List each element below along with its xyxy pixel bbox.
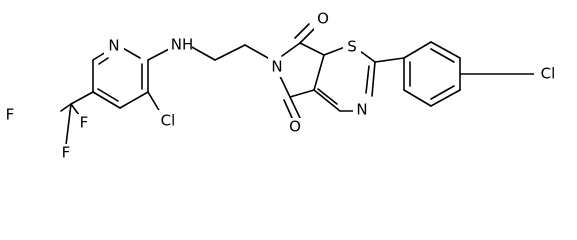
atom-cl-phenyl: Cl xyxy=(541,65,556,83)
molecule-structure: N NH Cl F F F N O O S N Cl xyxy=(2,9,562,162)
atom-o-top: O xyxy=(317,10,329,28)
atom-n-pyridine: N xyxy=(108,37,119,55)
bond-cf3-f-bottom xyxy=(65,103,72,146)
atom-cl-pyridine: Cl xyxy=(161,112,176,130)
atom-n-imide: N xyxy=(271,58,282,76)
bond-ph-2 xyxy=(430,41,461,59)
bond-c2-n3 xyxy=(371,61,376,97)
atom-o-bottom: O xyxy=(289,118,301,136)
bond-pyr-c6-n xyxy=(92,51,107,61)
bond-c2-n3-inner xyxy=(365,65,370,94)
bond-c5-cf3 xyxy=(70,91,94,105)
bond-s-c2 xyxy=(359,50,376,63)
bond-c2-ph xyxy=(374,57,405,63)
bond-c5-o xyxy=(289,96,301,119)
atom-s-thiazine: S xyxy=(347,38,357,56)
bond-cf3-f-top xyxy=(70,103,80,116)
atom-nh: NH xyxy=(171,36,194,54)
bond-ch2-nimide xyxy=(244,44,269,59)
bond-ph-1 xyxy=(403,41,432,59)
atom-f-bottom: F xyxy=(62,144,71,162)
bond-c3-cl xyxy=(147,91,161,113)
bond-cf3-f-left xyxy=(60,103,72,112)
bond-c4-c4a-inner xyxy=(317,88,338,105)
bond-c4-c4a xyxy=(313,89,341,112)
bond-nh-ch2 xyxy=(189,45,216,61)
molecule-canvas: N NH Cl F F F N O O S N Cl xyxy=(2,9,562,162)
bond-ph-5 xyxy=(403,89,432,107)
bond-c5-o-inner xyxy=(283,99,294,121)
bond-c7a-c4a xyxy=(313,54,325,91)
atom-n-thiazine: N xyxy=(356,101,367,119)
bond-c7-o xyxy=(299,27,316,44)
bond-pyr-c4-c5-inner xyxy=(97,88,119,102)
bond-pyr-c3-c4 xyxy=(119,91,149,109)
atom-f-left: F xyxy=(6,106,15,124)
bond-pyr-c6-n-inner xyxy=(98,57,109,65)
bond-ph-4 xyxy=(430,89,461,107)
bond-pyr-c4-c5 xyxy=(92,91,121,109)
bond-ph-4-inner xyxy=(430,85,455,100)
bond-c4a-c5 xyxy=(289,89,315,98)
bond-n-c7 xyxy=(281,42,301,57)
bond-ch2-ch2 xyxy=(214,44,246,61)
bond-c7-o-inner xyxy=(294,23,310,39)
atom-labels: N NH Cl F F F N O O S N Cl xyxy=(2,10,562,162)
bond-c7a-s xyxy=(323,46,346,56)
bond-ph-2-inner xyxy=(430,48,455,63)
bond-pyr-n-c2 xyxy=(120,46,141,59)
bond-c7-c7a xyxy=(299,42,325,56)
atom-f-top: F xyxy=(80,114,89,132)
